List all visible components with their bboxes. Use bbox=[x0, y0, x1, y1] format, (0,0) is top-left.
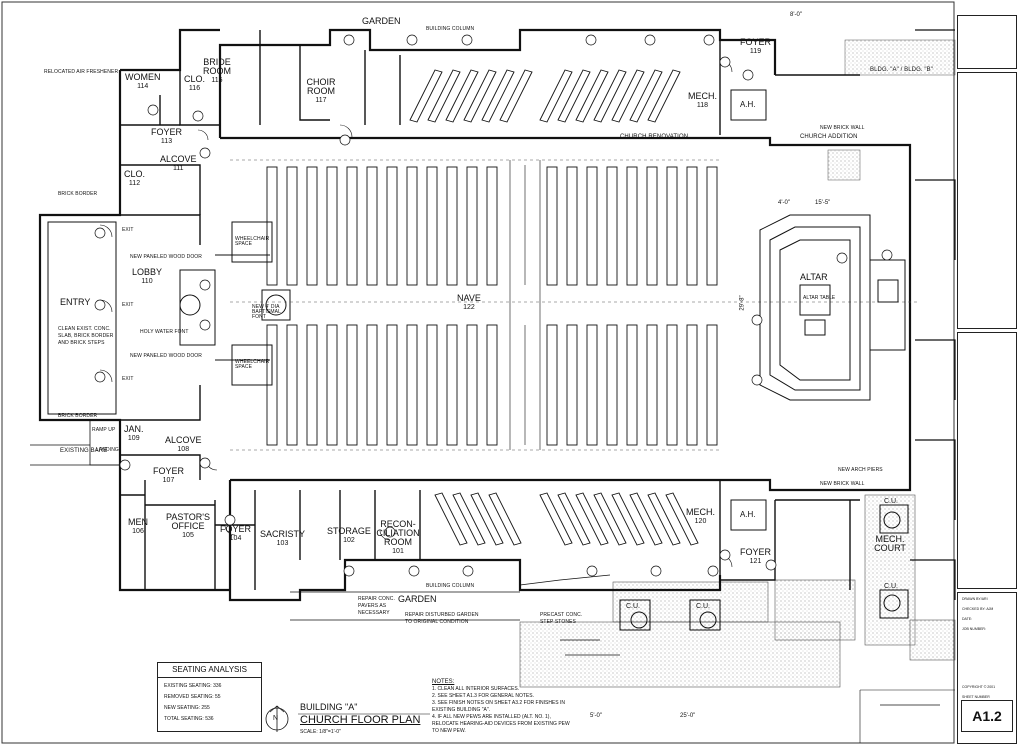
ah-label-bottom: A.H. bbox=[740, 510, 756, 519]
ah-label-top: A.H. bbox=[740, 100, 756, 109]
seating-row-new: NEW SEATING: 255 bbox=[164, 705, 210, 711]
title-strip: DRAWN BY/ARI CHECKED BY: AJM DATE: JOB N… bbox=[957, 10, 1017, 744]
strip-box-4: DRAWN BY/ARI CHECKED BY: AJM DATE: JOB N… bbox=[957, 592, 1017, 744]
strip-drawn-by: DRAWN BY/ARI bbox=[962, 597, 988, 601]
cu-label-4: C.U. bbox=[884, 583, 898, 590]
north-arrow-label: N bbox=[273, 715, 279, 722]
room-garden-top: GARDEN bbox=[362, 16, 401, 26]
note-bldg: BLDG. "A" / BLDG. "B" bbox=[870, 67, 933, 73]
dim-d3: 29'-8" bbox=[739, 295, 746, 311]
building-label: BUILDING "A" bbox=[300, 702, 358, 712]
strip-job-number: JOB NUMBER: bbox=[962, 627, 986, 631]
note-column-bottom: BUILDING COLUMN bbox=[426, 583, 475, 589]
note-new-arch-piers: NEW ARCH PIERS bbox=[838, 467, 883, 473]
seating-row-total: TOTAL SEATING: 536 bbox=[164, 716, 214, 722]
dim-d4: 15'-5" bbox=[815, 200, 831, 206]
note-precast-steps: PRECAST CONC. STEP STONES bbox=[540, 612, 583, 625]
room-clo-112: CLO.112 bbox=[124, 169, 146, 188]
note-item-4: 4. IF ALL NEW PEWS ARE INSTALLED (ALT. N… bbox=[432, 714, 570, 734]
altar-table-label: ALTAR TABLE bbox=[803, 295, 836, 301]
drawing-scale: SCALE: 1/8"=1'-0" bbox=[300, 729, 341, 735]
strip-checked-by: CHECKED BY: AJM bbox=[962, 607, 994, 611]
strip-box-2 bbox=[957, 72, 1017, 329]
note-new-brick-wall-top: NEW BRICK WALL bbox=[820, 125, 865, 131]
note-repair-garden: REPAIR DISTURBED GARDEN TO ORIGINAL COND… bbox=[405, 612, 479, 625]
seating-analysis-title: SEATING ANALYSIS bbox=[158, 663, 261, 678]
drawing-title: CHURCH FLOOR PLAN bbox=[300, 714, 421, 726]
dim-d1: 8'-0" bbox=[790, 12, 802, 18]
seating-analysis-box: SEATING ANALYSIS EXISTING SEATING: 336 R… bbox=[157, 662, 262, 732]
strip-copyright: COPYRIGHT © 2001 bbox=[962, 685, 996, 689]
room-entry: ENTRY bbox=[60, 297, 91, 307]
cu-label-3: C.U. bbox=[884, 498, 898, 505]
strip-box-1 bbox=[957, 15, 1017, 69]
notes-header: NOTES: bbox=[432, 679, 455, 685]
note-church-renovation: CHURCH RENOVATION bbox=[620, 134, 689, 140]
drawing-title-block: N BUILDING "A" CHURCH FLOOR PLAN SCALE: … bbox=[262, 700, 432, 740]
note-church-addition: CHURCH ADDITION bbox=[800, 134, 858, 140]
note-exit-3: EXIT bbox=[122, 376, 134, 382]
note-existing-bare: EXISTING BARE bbox=[60, 448, 108, 454]
note-new-door-2: NEW PANELED WOOD DOOR bbox=[130, 353, 203, 359]
sheet-number: A1.2 bbox=[961, 700, 1013, 732]
room-clo-top: CLO.116 bbox=[184, 74, 206, 93]
room-mech-court: MECH. COURT bbox=[874, 534, 906, 553]
strip-date: DATE: bbox=[962, 617, 973, 621]
strip-sheet-label: SHEET NUMBER bbox=[962, 695, 990, 699]
dim-d2: 25'-0" bbox=[680, 713, 696, 719]
note-exit-2: EXIT bbox=[122, 302, 134, 308]
strip-box-3 bbox=[957, 332, 1017, 589]
general-notes: NOTES: 1. CLEAN ALL INTERIOR SURFACES. 2… bbox=[432, 679, 577, 735]
room-mech-120: MECH.120 bbox=[686, 507, 715, 526]
note-landing: LANDING bbox=[96, 447, 119, 453]
cu-label-2: C.U. bbox=[696, 603, 710, 610]
room-garden-bottom: GARDEN bbox=[398, 594, 437, 604]
note-item-1: 1. CLEAN ALL INTERIOR SURFACES. bbox=[432, 686, 520, 692]
room-altar: ALTAR bbox=[800, 272, 828, 282]
dim-d5: 4'-0" bbox=[778, 200, 790, 206]
note-brick-border-bottom: BRICK BORDER bbox=[58, 413, 98, 419]
note-ramp-up: RAMP UP bbox=[92, 427, 116, 433]
note-item-2: 2. SEE SHEET A1.3 FOR GENERAL NOTES. bbox=[432, 693, 534, 699]
note-holy-water: HOLY WATER FONT bbox=[140, 329, 189, 335]
note-new-brick-wall-bottom: NEW BRICK WALL bbox=[820, 481, 865, 487]
seating-row-removed: REMOVED SEATING: 55 bbox=[164, 694, 221, 700]
note-relocated-air: RELOCATED AIR FRESHENER bbox=[44, 69, 119, 75]
seating-row-existing: EXISTING SEATING: 336 bbox=[164, 683, 222, 689]
note-font: NEW 4' DIA BAPTISMAL FONT bbox=[252, 304, 281, 320]
dim-d6: 5'-0" bbox=[590, 713, 602, 719]
room-mech-118: MECH.118 bbox=[688, 91, 717, 110]
note-exit-1: EXIT bbox=[122, 227, 134, 233]
cu-label-1: C.U. bbox=[626, 603, 640, 610]
note-brick-border-top: BRICK BORDER bbox=[58, 191, 98, 197]
note-column-top: BUILDING COLUMN bbox=[426, 26, 475, 32]
note-item-3: 3. SEE FINISH NOTES ON SHEET A3.2 FOR FI… bbox=[432, 700, 565, 713]
note-wheelchair-2: WHEELCHAIR SPACE bbox=[235, 359, 270, 370]
note-new-door-1: NEW PANELED WOOD DOOR bbox=[130, 254, 203, 260]
note-clean-existing: CLEAN EXIST. CONC. SLAB, BRICK BORDER AN… bbox=[58, 326, 114, 346]
room-jan: JAN.109 bbox=[124, 424, 144, 443]
note-repair-pavers: REPAIR CONC. PAVERS AS NECESSARY bbox=[358, 596, 395, 616]
note-wheelchair-1: WHEELCHAIR SPACE bbox=[235, 236, 270, 247]
